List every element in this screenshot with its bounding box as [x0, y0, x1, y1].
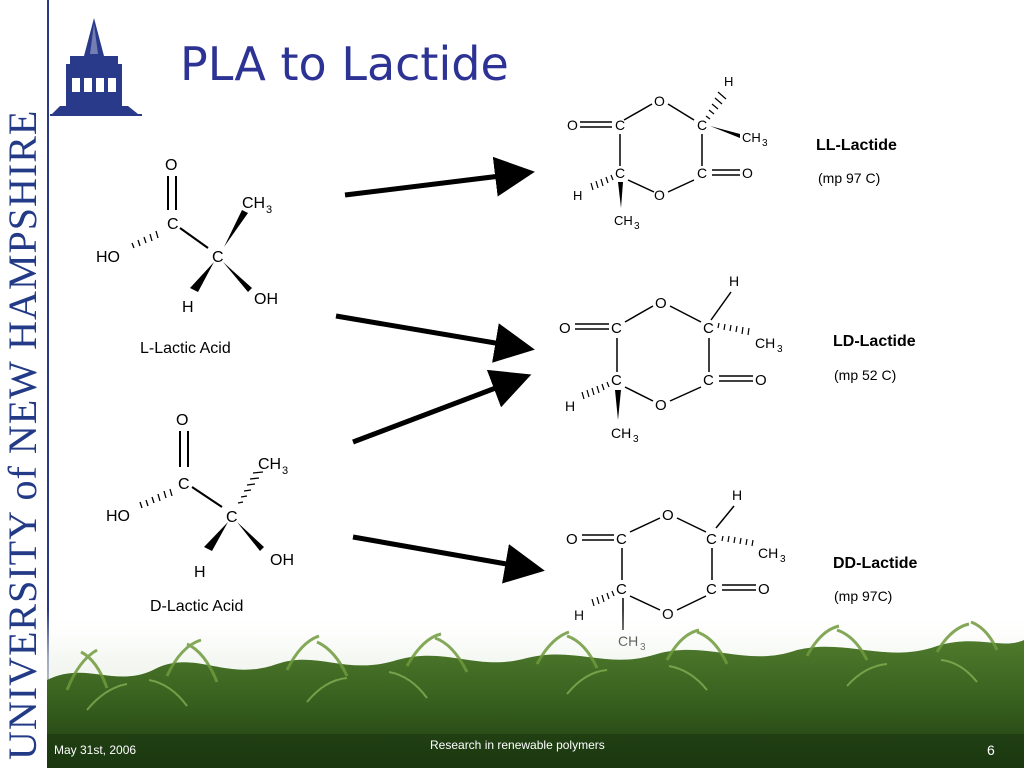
- atom-C: C: [697, 165, 707, 181]
- lactide-melting-point: (mp 97 C): [818, 170, 881, 186]
- atom-C: C: [611, 320, 622, 337]
- atom-O: O: [655, 397, 667, 414]
- atom-C: C: [703, 320, 714, 337]
- atom-CH: CH: [755, 335, 775, 351]
- atom-O: O: [758, 581, 770, 598]
- atom-CH: CH: [614, 213, 633, 228]
- lactide-melting-point: (mp 97C): [834, 588, 893, 604]
- atom-OH: OH: [254, 291, 278, 308]
- arrow-l-to-ld: [335, 313, 535, 363]
- ll-lactide-structure: H O C C O CH 3 C C O O H CH: [567, 74, 768, 230]
- atom-O: O: [165, 157, 177, 174]
- footer-page-number: 6: [987, 742, 995, 758]
- arrow-d-to-dd: [352, 534, 545, 584]
- atom-O: O: [654, 93, 665, 109]
- atom-C: C: [615, 165, 625, 181]
- atom-C: C: [212, 249, 224, 266]
- atom-C: C: [697, 117, 707, 133]
- atom-O: O: [559, 320, 571, 337]
- atom-O: O: [655, 295, 667, 312]
- atom-O: O: [662, 507, 674, 524]
- arrow-l-to-ll: [344, 156, 535, 198]
- atom-CH: CH: [258, 456, 281, 473]
- atom-H: H: [565, 398, 575, 414]
- footer-date: May 31st, 2006: [54, 743, 137, 757]
- l-lactic-acid-structure: O C HO C CH 3 OH H: [96, 157, 278, 316]
- atom-sub3: 3: [282, 465, 288, 477]
- atom-C: C: [706, 531, 717, 548]
- atom-H: H: [732, 487, 742, 503]
- ld-lactide-structure: H O C C O CH 3 C C O O H CH: [559, 273, 783, 445]
- atom-C: C: [706, 581, 717, 598]
- atom-C: C: [167, 216, 179, 233]
- atom-H: H: [724, 74, 733, 89]
- lactide-name: LD-Lactide: [833, 333, 916, 350]
- atom-C: C: [226, 509, 238, 526]
- atom-H: H: [573, 188, 582, 203]
- atom-O: O: [567, 117, 578, 133]
- atom-CH: CH: [242, 195, 265, 212]
- lactide-melting-point: (mp 52 C): [834, 367, 897, 383]
- slide-title: PLA to Lactide: [180, 37, 509, 91]
- atom-O: O: [654, 187, 665, 203]
- atom-O: O: [755, 372, 767, 389]
- atom-HO: HO: [96, 249, 120, 266]
- atom-CH: CH: [758, 545, 778, 561]
- lactide-name: LL-Lactide: [816, 137, 897, 154]
- atom-sub3: 3: [266, 204, 272, 216]
- atom-C: C: [611, 372, 622, 389]
- atom-sub3: 3: [777, 344, 783, 355]
- atom-H: H: [729, 273, 739, 289]
- atom-O: O: [566, 531, 578, 548]
- lactide-name: DD-Lactide: [833, 555, 918, 572]
- d-lactic-acid-structure: O C HO C CH 3 OH H: [106, 412, 294, 581]
- atom-H: H: [194, 564, 206, 581]
- atom-H: H: [182, 299, 194, 316]
- atom-C: C: [616, 531, 627, 548]
- atom-CH: CH: [611, 425, 631, 441]
- atom-OH: OH: [270, 552, 294, 569]
- footer-center-text: Research in renewable polymers: [430, 738, 605, 752]
- cornfield-footer-image: [47, 610, 1024, 768]
- atom-sub3: 3: [634, 221, 640, 230]
- atom-O: O: [176, 412, 188, 429]
- arrow-d-to-ld: [352, 369, 532, 445]
- atom-C: C: [616, 581, 627, 598]
- atom-C: C: [178, 476, 190, 493]
- atom-C: C: [615, 117, 625, 133]
- atom-sub3: 3: [762, 138, 768, 149]
- atom-sub3: 3: [633, 434, 639, 445]
- atom-C: C: [703, 372, 714, 389]
- atom-sub3: 3: [780, 554, 786, 565]
- unh-tower-logo: [50, 18, 142, 116]
- atom-O: O: [742, 165, 753, 181]
- acid-name: L-Lactic Acid: [140, 340, 231, 357]
- sidebar: UNIVERSITY of NEW HAMPSHIRE: [0, 0, 49, 768]
- atom-CH: CH: [742, 130, 761, 145]
- atom-HO: HO: [106, 508, 130, 525]
